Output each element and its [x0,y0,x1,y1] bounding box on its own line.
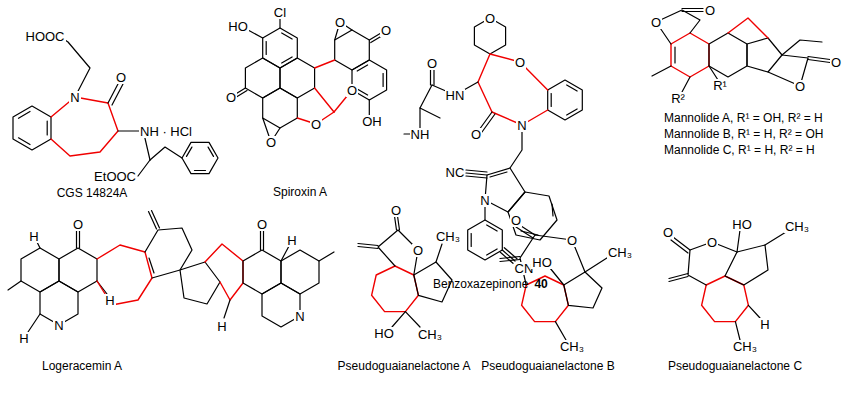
atom-label: HN [445,89,466,102]
atom-label: CH₃ [417,328,443,341]
atom-label: OH [361,115,383,128]
compound-name: Pseudoguaianelactone C [667,360,803,372]
compound-name: Benzoxazepinone [432,278,529,290]
compound-name: Mannolide B, R¹ = H, R² = OH [663,128,824,140]
atom-label: H [216,320,227,333]
atom-label: O [566,234,578,247]
atom-label: NH [410,128,431,141]
atom-label: O [470,128,482,141]
atom-label: NC [445,166,466,179]
atom-label: CH₃ [732,340,758,353]
compound-name: Pseudoguaianelactone B [480,360,615,372]
atom-label: N [479,194,490,207]
atom-label: O [256,218,268,231]
atom-label: O [334,16,346,29]
atom-label: O [484,12,496,25]
atom-label: N [53,319,64,332]
compound-name: Mannolide C, R¹ = H, R² = H [663,144,816,156]
atom-label: H [104,294,115,307]
atom-label: HO [227,20,249,33]
atom-label: Cl [273,6,287,19]
atom-label: O [115,71,127,84]
compound-name: CGS 14824A [56,187,129,199]
atom-label: H [18,332,29,345]
atom-label: N [516,119,527,132]
atom-label: O [346,84,358,97]
atom-label: O [380,24,392,37]
atom-label: O [794,80,806,93]
atom-label: O [704,4,716,17]
atom-label: O [650,16,662,29]
atom-label: CH₃ [607,246,633,259]
compound-name: Pseudoguaianelactone A [337,360,472,372]
atom-label: O [225,91,237,104]
atom-label: O [662,226,674,239]
atom-label: CH₃ [559,340,585,353]
atom-label: O [706,236,718,249]
atom-label: O [426,57,438,70]
compound-name: 40 [533,278,548,290]
atom-label: O [72,218,84,231]
atom-label: O [510,214,522,227]
atom-label: EtOOC [93,170,137,183]
atom-label: O [310,118,322,131]
atom-label: H [286,234,297,247]
atom-label: O [412,244,424,257]
atom-label: N [294,310,305,323]
compound-name: Mannolide A, R¹ = OH, R² = H [663,112,824,124]
atom-label: HOOC [25,30,66,43]
atom-label: O [265,136,277,149]
atom-label: CH₃ [435,230,461,243]
atom-label: CH₃ [784,220,810,233]
atom-label: HO [373,327,395,340]
atom-label: O [830,56,842,69]
atom-label: H [759,318,770,331]
atom-label: NH · HCl [139,125,193,138]
compound-name: Logeracemin A [41,360,123,372]
atom-label: HO [531,256,553,269]
atom-label: R¹ [712,79,728,92]
atom-label: R² [670,92,686,105]
atom-label: O [390,204,402,217]
atom-label: O [514,56,526,69]
atom-label: HO [731,218,753,231]
compound-name: Spiroxin A [272,186,328,198]
atom-label: N [69,91,80,104]
atom-label: H [28,230,39,243]
